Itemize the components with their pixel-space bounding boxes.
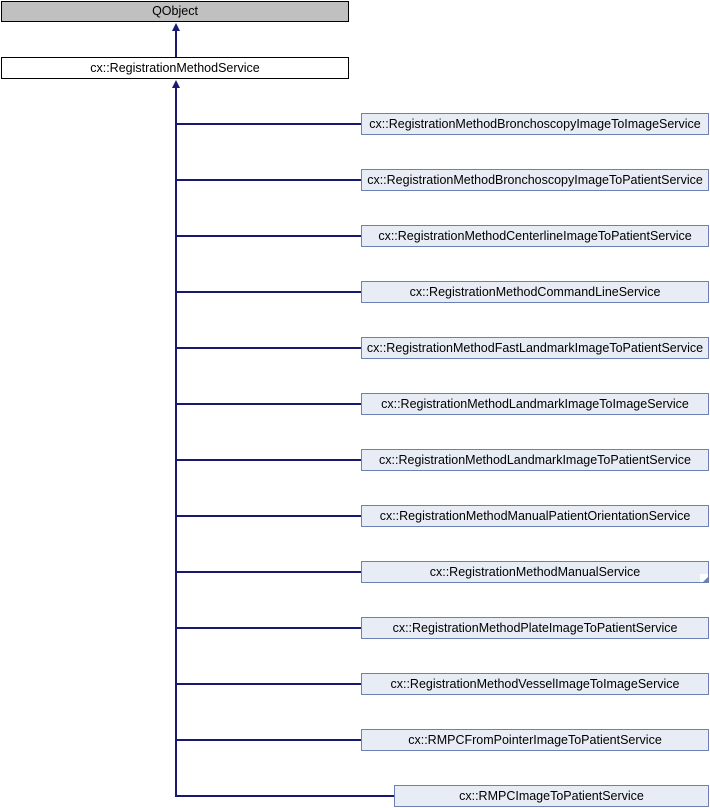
class-node-derived[interactable]: cx::RMPCImageToPatientService xyxy=(394,785,709,807)
has-subclasses-fold-icon xyxy=(700,574,708,582)
class-node-derived[interactable]: cx::RegistrationMethodManualService xyxy=(361,561,709,583)
class-node-derived[interactable]: cx::RegistrationMethodLandmarkImageToPat… xyxy=(361,449,709,471)
inheritance-edge-branch xyxy=(175,739,361,741)
inheritance-edge-branch xyxy=(175,179,361,181)
class-node-derived[interactable]: cx::RegistrationMethodManualPatientOrien… xyxy=(361,505,709,527)
inheritance-edge-branch xyxy=(175,571,361,573)
inheritance-edge-branch xyxy=(175,795,394,797)
inheritance-edge-branch xyxy=(175,683,361,685)
inheritance-edge-branch xyxy=(175,515,361,517)
class-node-registration-method-service[interactable]: cx::RegistrationMethodService xyxy=(1,57,349,79)
class-node-derived[interactable]: cx::RegistrationMethodBronchoscopyImageT… xyxy=(361,113,709,135)
inheritance-edge-branch xyxy=(175,403,361,405)
inheritance-edge-trunk xyxy=(175,86,177,797)
inheritance-edge-branch xyxy=(175,235,361,237)
class-node-derived[interactable]: cx::RegistrationMethodFastLandmarkImageT… xyxy=(361,337,709,359)
class-node-derived[interactable]: cx::RegistrationMethodBronchoscopyImageT… xyxy=(361,169,709,191)
inheritance-arrowhead-parent xyxy=(172,80,180,88)
inheritance-edge-branch xyxy=(175,347,361,349)
inheritance-arrowhead-qobject xyxy=(172,23,180,31)
class-node-derived[interactable]: cx::RegistrationMethodCommandLineService xyxy=(361,281,709,303)
class-node-derived[interactable]: cx::RegistrationMethodPlateImageToPatien… xyxy=(361,617,709,639)
inheritance-edge-branch xyxy=(175,627,361,629)
inheritance-edge-branch xyxy=(175,459,361,461)
inheritance-edge-branch xyxy=(175,123,361,125)
inheritance-edge-branch xyxy=(175,291,361,293)
class-node-derived[interactable]: cx::RMPCFromPointerImageToPatientService xyxy=(361,729,709,751)
class-node-derived[interactable]: cx::RegistrationMethodCenterlineImageToP… xyxy=(361,225,709,247)
class-node-qobject[interactable]: QObject xyxy=(1,1,349,22)
class-node-derived[interactable]: cx::RegistrationMethodLandmarkImageToIma… xyxy=(361,393,709,415)
class-node-derived[interactable]: cx::RegistrationMethodVesselImageToImage… xyxy=(361,673,709,695)
inheritance-edge-parent-to-qobject xyxy=(175,29,177,57)
